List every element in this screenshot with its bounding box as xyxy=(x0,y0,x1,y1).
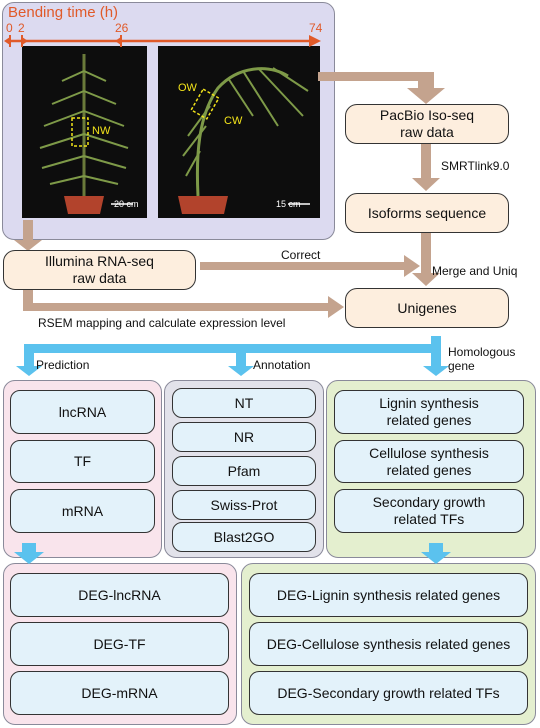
unigenes-node: Unigenes xyxy=(345,288,509,328)
prediction-lncrna: lncRNA xyxy=(10,390,155,434)
homologous-lignin: Lignin synthesis related genes xyxy=(334,390,524,434)
homologous-secondary-text: Secondary growth related TFs xyxy=(372,494,486,527)
annotation-blast2go: Blast2GO xyxy=(172,522,316,552)
nw-label: NW xyxy=(92,125,111,137)
deg-cellulose-text: DEG-Cellulose synthesis related genes xyxy=(266,635,511,652)
deg-lignin-text: DEG-Lignin synthesis related genes xyxy=(276,586,501,603)
right-scale-label: 15 cm xyxy=(276,199,301,209)
homologous-lignin-text: Lignin synthesis related genes xyxy=(379,395,479,428)
isoforms-node: Isoforms sequence xyxy=(345,193,509,233)
timeline-title: Bending time (h) xyxy=(8,4,119,21)
merge-label: Merge and Uniq xyxy=(432,264,518,278)
tick-label-2: 2 xyxy=(18,21,25,35)
deg-lncrna-text: DEG-lncRNA xyxy=(78,586,161,603)
brown-flow-arrows xyxy=(14,72,445,318)
illumina-text: Illumina RNA-seq raw data xyxy=(45,253,154,286)
tick-label-74: 74 xyxy=(309,21,323,35)
unigenes-text: Unigenes xyxy=(397,299,457,316)
annotation-label: Annotation xyxy=(253,358,311,372)
homologous-cellulose-text: Cellulose synthesis related genes xyxy=(369,444,489,478)
smrtlink-label: SMRTlink9.0 xyxy=(441,159,510,173)
prediction-mrna: mRNA xyxy=(10,489,155,533)
homologous-label: Homologous gene xyxy=(448,345,516,373)
deg-lncrna: DEG-lncRNA xyxy=(10,573,229,617)
tree-photo-bent xyxy=(158,46,320,218)
annotation-nr: NR xyxy=(172,422,316,452)
annotation-nt: NT xyxy=(172,388,316,418)
prediction-tf: TF xyxy=(10,440,155,483)
correct-label: Correct xyxy=(281,248,321,262)
prediction-mrna-text: mRNA xyxy=(61,502,104,519)
annotation-pfam: Pfam xyxy=(172,456,316,486)
pacbio-node: PacBio Iso-seq raw data xyxy=(345,104,509,144)
upright-tree-drawing xyxy=(39,54,133,214)
tick-label-0: 0 xyxy=(6,21,13,35)
rsem-label: RSEM mapping and calculate expression le… xyxy=(38,316,286,330)
deg-tf-text: DEG-TF xyxy=(93,635,146,652)
prediction-lncrna-text: lncRNA xyxy=(58,403,107,420)
deg-cellulose: DEG-Cellulose synthesis related genes xyxy=(249,622,528,666)
annotation-swissprot-text: Swiss-Prot xyxy=(210,496,278,513)
homologous-cellulose: Cellulose synthesis related genes xyxy=(334,440,524,483)
blue-flow-arrows xyxy=(14,336,451,564)
homologous-secondary: Secondary growth related TFs xyxy=(334,489,524,533)
deg-secondary: DEG-Secondary growth related TFs xyxy=(249,671,528,715)
annotation-blast2go-text: Blast2GO xyxy=(213,528,275,545)
bent-tree-drawing xyxy=(178,67,310,214)
deg-tf: DEG-TF xyxy=(10,622,229,666)
annotation-swissprot: Swiss-Prot xyxy=(172,490,316,520)
annotation-pfam-text: Pfam xyxy=(227,462,261,479)
illumina-node: Illumina RNA-seq raw data xyxy=(3,250,196,290)
annotation-nr-text: NR xyxy=(233,428,255,445)
deg-lignin: DEG-Lignin synthesis related genes xyxy=(249,573,528,617)
tick-label-26: 26 xyxy=(115,21,129,35)
prediction-label: Prediction xyxy=(36,358,90,372)
cw-label: CW xyxy=(224,115,243,127)
prediction-tf-text: TF xyxy=(73,453,92,469)
isoforms-text: Isoforms sequence xyxy=(367,204,487,221)
deg-secondary-text: DEG-Secondary growth related TFs xyxy=(277,684,500,701)
deg-mrna: DEG-mRNA xyxy=(10,671,229,715)
left-scale-label: 20 cm xyxy=(114,199,139,209)
deg-mrna-text: DEG-mRNA xyxy=(81,684,158,701)
ow-label: OW xyxy=(178,82,197,94)
tree-photo-upright xyxy=(22,46,147,218)
annotation-nt-text: NT xyxy=(234,394,254,411)
timeline-axis xyxy=(4,35,321,47)
pacbio-text: PacBio Iso-seq raw data xyxy=(379,107,475,140)
